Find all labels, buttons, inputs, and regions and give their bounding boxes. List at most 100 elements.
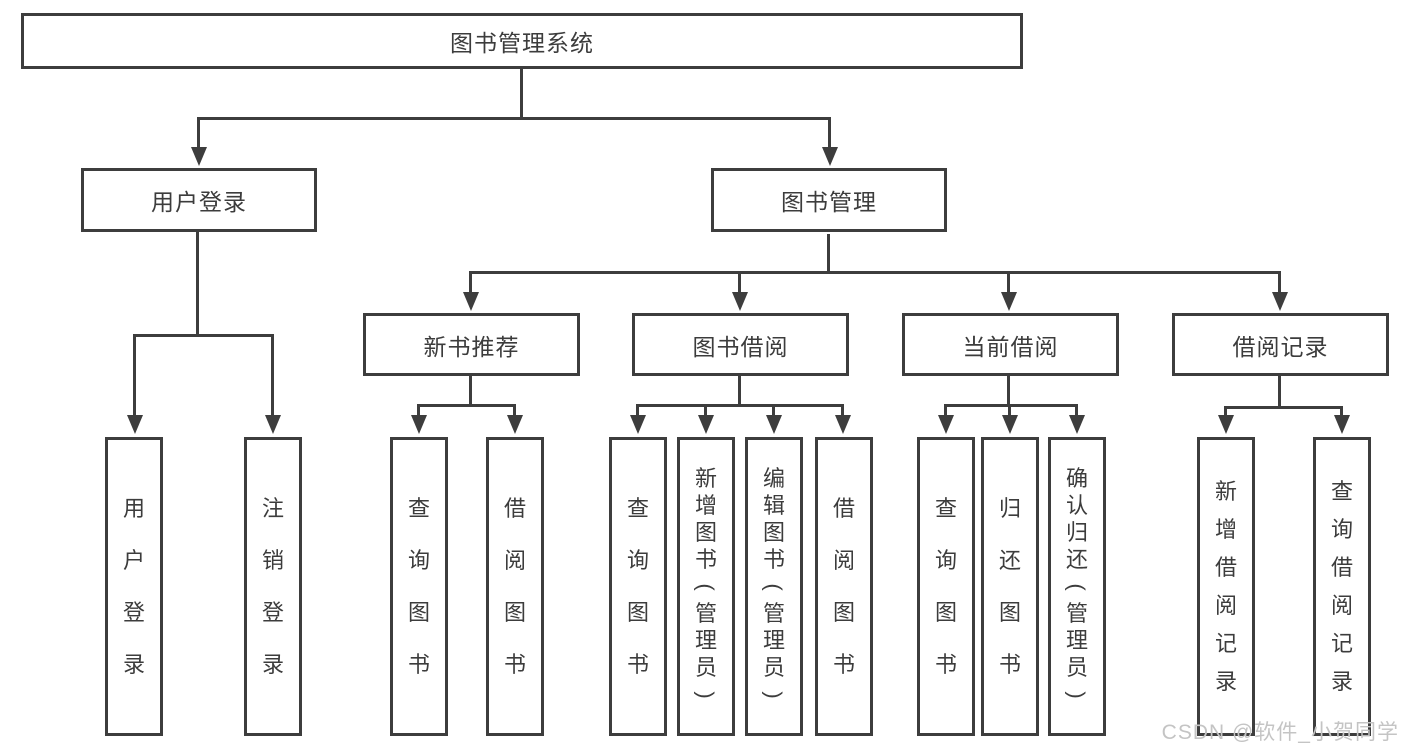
connector-line	[513, 404, 516, 417]
connector-line	[1278, 271, 1281, 295]
vertical-char: 登	[122, 599, 145, 625]
arrow-down-icon	[1069, 415, 1085, 434]
connector-line	[196, 231, 199, 336]
vertical-char: (	[761, 582, 787, 591]
leaf-query-books-recommend: 查询图书	[390, 437, 448, 736]
vertical-char: 询	[1330, 516, 1353, 542]
arrow-down-icon	[630, 415, 646, 434]
vertical-char: 阅	[503, 547, 526, 573]
arrow-down-icon	[411, 415, 427, 434]
vertical-char: 查	[407, 495, 430, 521]
connector-line	[1007, 376, 1010, 406]
vertical-char: 新	[694, 465, 717, 491]
node-library-management-system: 图书管理系统	[21, 13, 1023, 69]
connector-line	[1278, 376, 1281, 408]
leaf-borrow-books-borrowing: 借阅图书	[815, 437, 873, 736]
leaf-edit-books-admin: 编辑图书(管理员)	[745, 437, 803, 736]
vertical-char: 图	[998, 599, 1021, 625]
arrow-down-icon	[264, 415, 281, 434]
arrow-down-icon	[463, 292, 479, 311]
vertical-char: 询	[626, 547, 649, 573]
connector-line	[1340, 406, 1343, 417]
arrow-down-icon	[507, 415, 523, 434]
vertical-char: (	[693, 582, 719, 591]
vertical-char: 图	[694, 519, 717, 545]
vertical-char: 管	[1065, 600, 1088, 626]
connector-line	[271, 334, 274, 416]
vertical-char: )	[693, 690, 719, 699]
vertical-char: )	[1064, 690, 1090, 699]
leaf-borrow-books-recommend: 借阅图书	[486, 437, 544, 736]
arrow-down-icon	[1001, 292, 1017, 311]
connector-line	[636, 404, 639, 417]
node-book-borrowing: 图书借阅	[632, 313, 849, 376]
vertical-char: 销	[261, 547, 284, 573]
arrow-down-icon	[938, 415, 954, 434]
vertical-char: 借	[503, 495, 526, 521]
vertical-char: 书	[694, 546, 717, 572]
vertical-char: 员	[1065, 654, 1088, 680]
vertical-char: 阅	[1330, 592, 1353, 618]
leaf-logout: 注销登录	[244, 437, 302, 736]
connector-line	[944, 404, 1078, 407]
leaf-query-books-current: 查询图书	[917, 437, 975, 736]
connector-line	[1007, 271, 1010, 295]
vertical-char: 录	[122, 651, 145, 677]
arrow-down-icon	[190, 147, 207, 166]
vertical-char: 增	[694, 492, 717, 518]
vertical-char: 借	[1214, 554, 1237, 580]
vertical-char: 书	[832, 651, 855, 677]
connector-line	[520, 69, 523, 119]
vertical-char: 理	[1065, 627, 1088, 653]
vertical-char: 查	[934, 495, 957, 521]
arrow-down-icon	[1002, 415, 1018, 434]
vertical-char: 图	[832, 599, 855, 625]
vertical-char: 归	[1065, 519, 1088, 545]
vertical-char: 归	[998, 495, 1021, 521]
connector-line	[197, 117, 200, 149]
vertical-char: 书	[626, 651, 649, 677]
arrow-down-icon	[1334, 415, 1350, 434]
vertical-char: 编	[762, 465, 785, 491]
vertical-char: 记	[1330, 630, 1353, 656]
connector-line	[133, 334, 274, 337]
connector-line	[704, 404, 707, 417]
vertical-char: 查	[626, 495, 649, 521]
vertical-char: 阅	[1214, 592, 1237, 618]
node-current-borrowing: 当前借阅	[902, 313, 1119, 376]
vertical-char: 询	[407, 547, 430, 573]
vertical-char: 辑	[762, 492, 785, 518]
vertical-char: 注	[261, 495, 284, 521]
vertical-char: 管	[762, 600, 785, 626]
vertical-char: 还	[998, 547, 1021, 573]
connector-line	[469, 376, 472, 406]
vertical-char: 管	[694, 600, 717, 626]
vertical-char: 借	[1330, 554, 1353, 580]
vertical-char: 确	[1065, 465, 1088, 491]
connector-line	[1224, 406, 1227, 417]
leaf-confirm-return-admin: 确认归还 ( 管理员)	[1048, 437, 1106, 736]
leaf-query-borrow-record: 查询借阅记录	[1313, 437, 1371, 736]
vertical-char: 还	[1065, 546, 1088, 572]
connector-line	[828, 117, 831, 149]
connector-line	[417, 404, 516, 407]
vertical-char: 图	[503, 599, 526, 625]
vertical-char: 录	[1330, 668, 1353, 694]
vertical-char: 书	[407, 651, 430, 677]
vertical-char: 图	[934, 599, 957, 625]
leaf-return-books: 归还图书	[981, 437, 1039, 736]
vertical-char: 图	[762, 519, 785, 545]
vertical-char: 书	[998, 651, 1021, 677]
csdn-watermark: CSDN @软件_小贺同学	[1161, 721, 1399, 744]
connector-line	[636, 404, 844, 407]
vertical-char: )	[761, 690, 787, 699]
arrow-down-icon	[698, 415, 714, 434]
vertical-char: 员	[762, 654, 785, 680]
vertical-char: 认	[1065, 492, 1088, 518]
connector-line	[841, 404, 844, 417]
leaf-user-login: 用户登录	[105, 437, 163, 736]
node-user-login: 用户登录	[81, 168, 317, 232]
vertical-char: (	[1064, 582, 1090, 591]
connector-line	[827, 234, 830, 273]
